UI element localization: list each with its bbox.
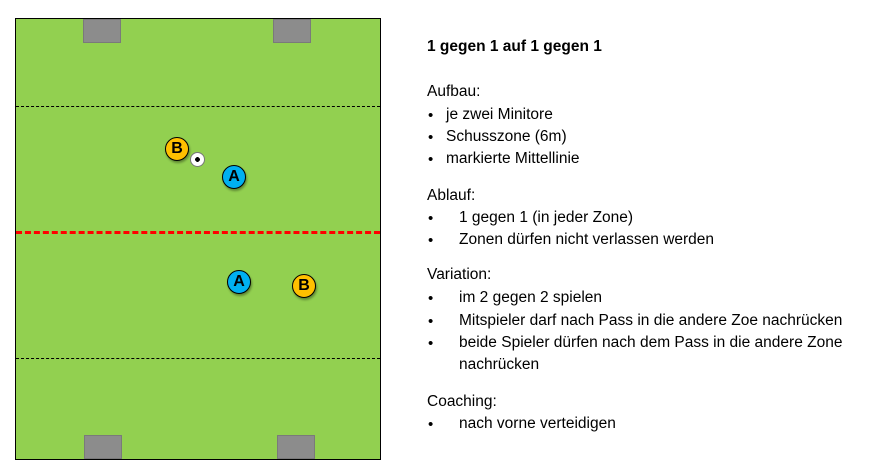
- player-a-top: A: [222, 165, 246, 189]
- aufbau-item: je zwei Minitore: [446, 106, 553, 123]
- drill-title: 1 gegen 1 auf 1 gegen 1: [427, 38, 602, 55]
- bullet: •: [428, 416, 434, 433]
- player-b-top: B: [165, 137, 189, 161]
- coaching-heading: Coaching:: [427, 393, 497, 410]
- variation-item: Mitspieler darf nach Pass in die andere …: [459, 312, 843, 329]
- center-line: [16, 231, 380, 234]
- soccer-field: B A A B: [15, 18, 381, 460]
- ablauf-heading: Ablauf:: [427, 187, 476, 204]
- ablauf-item: Zonen dürfen nicht verlassen werden: [459, 231, 715, 248]
- bullet: •: [428, 129, 434, 146]
- shooting-zone-line-top: [16, 106, 380, 107]
- variation-item: beide Spieler dürfen nach dem Pass in di…: [459, 334, 843, 351]
- bullet: •: [428, 313, 434, 330]
- mini-goal-top-right: [273, 19, 311, 43]
- mini-goal-bottom-left: [84, 435, 122, 459]
- mini-goal-bottom-right: [277, 435, 315, 459]
- mini-goal-top-left: [83, 19, 121, 43]
- aufbau-item: Schusszone (6m): [446, 128, 567, 145]
- coaching-item: nach vorne verteidigen: [459, 415, 616, 432]
- aufbau-heading: Aufbau:: [427, 83, 481, 100]
- player-a-bottom: A: [227, 270, 251, 294]
- bullet: •: [428, 107, 434, 124]
- bullet: •: [428, 151, 434, 168]
- bullet: •: [428, 335, 434, 352]
- variation-heading: Variation:: [427, 266, 492, 283]
- player-b-bottom: B: [292, 274, 316, 298]
- variation-item: im 2 gegen 2 spielen: [459, 289, 603, 306]
- bullet: •: [428, 290, 434, 307]
- ablauf-item: 1 gegen 1 (in jeder Zone): [459, 209, 634, 226]
- shooting-zone-line-bottom: [16, 358, 380, 359]
- variation-item-continuation: nachrücken: [459, 356, 540, 373]
- bullet: •: [428, 210, 434, 227]
- aufbau-item: markierte Mittellinie: [446, 150, 580, 167]
- soccer-ball-icon: [190, 152, 205, 167]
- bullet: •: [428, 232, 434, 249]
